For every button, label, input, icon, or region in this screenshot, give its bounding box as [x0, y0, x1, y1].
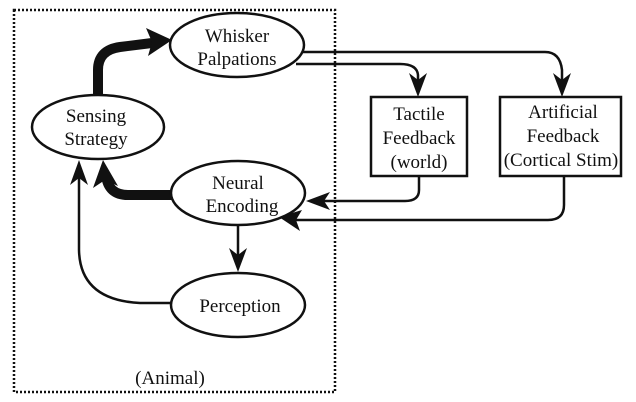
edge-artificial-to-neural: [293, 176, 566, 222]
edge-sensing-to-whisker: [93, 37, 161, 95]
node-label-line: Encoding: [206, 196, 279, 217]
edge-whisker-to-artificial: [302, 50, 564, 82]
node-neural-encoding: Neural Encoding: [169, 159, 307, 227]
edge-perception-to-sensing: [77, 176, 171, 305]
node-artificial-feedback: Artificial Feedback (Cortical Stim): [498, 95, 623, 178]
edge-whisker-to-tactile: [296, 62, 420, 82]
node-label-line: Strategy: [64, 129, 128, 150]
node-label-line: Feedback: [527, 126, 600, 147]
arrowhead-neural-to-sensing: [93, 160, 118, 188]
node-label-line: Artificial: [528, 102, 598, 123]
arrowhead-neural-to-perception: [229, 248, 247, 272]
node-label-line: Perception: [199, 296, 281, 317]
node-label-line: Sensing: [66, 106, 127, 127]
node-label-line: Neural: [212, 173, 264, 194]
arrowhead-perception-to-sensing: [70, 160, 88, 185]
node-whisker-palpations: Whisker Palpations: [168, 11, 306, 79]
node-label-line: Tactile: [393, 104, 444, 125]
node-label-line: Feedback: [383, 128, 456, 149]
node-sensing-strategy: Sensing Strategy: [30, 93, 166, 161]
node-label-line: Palpations: [197, 49, 276, 70]
animal-label: (Animal): [135, 368, 205, 389]
node-label-line: (Cortical Stim): [504, 150, 619, 171]
arrowhead-whisker-to-tactile: [409, 73, 427, 97]
edge-tactile-to-neural: [318, 176, 421, 203]
node-perception: Perception: [169, 271, 307, 339]
arrowhead-tactile-to-neural: [306, 192, 330, 210]
arrowhead-whisker-to-artificial: [553, 73, 571, 97]
node-label-line: (world): [391, 152, 448, 173]
node-label-line: Whisker: [205, 26, 270, 47]
arrowhead-sensing-to-whisker: [146, 28, 172, 56]
node-tactile-feedback: Tactile Feedback (world): [369, 95, 469, 178]
